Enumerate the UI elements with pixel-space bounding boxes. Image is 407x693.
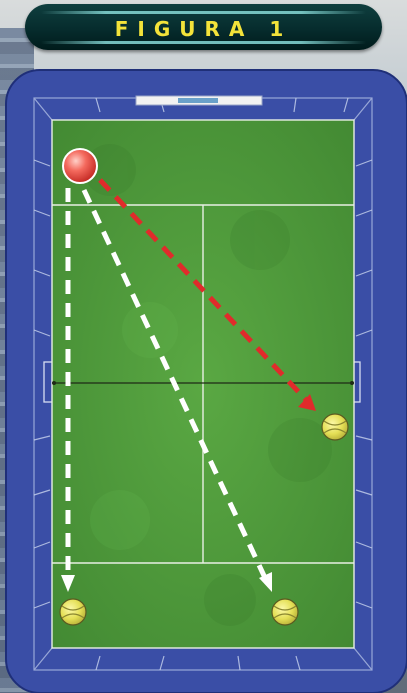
ball-right-service bbox=[322, 414, 348, 440]
player-marker-red bbox=[63, 149, 97, 183]
net-left-end bbox=[52, 381, 56, 385]
ball-bottom-center bbox=[272, 599, 298, 625]
net-right-end bbox=[350, 381, 354, 385]
figure-title: FIGURA 1 bbox=[25, 17, 382, 41]
ball-bottom-left bbox=[60, 599, 86, 625]
sign-logo bbox=[178, 98, 218, 103]
figure-title-banner: FIGURA 1 bbox=[25, 4, 382, 50]
banner-highlight-top bbox=[41, 11, 366, 14]
banner-highlight-bottom bbox=[41, 41, 366, 44]
